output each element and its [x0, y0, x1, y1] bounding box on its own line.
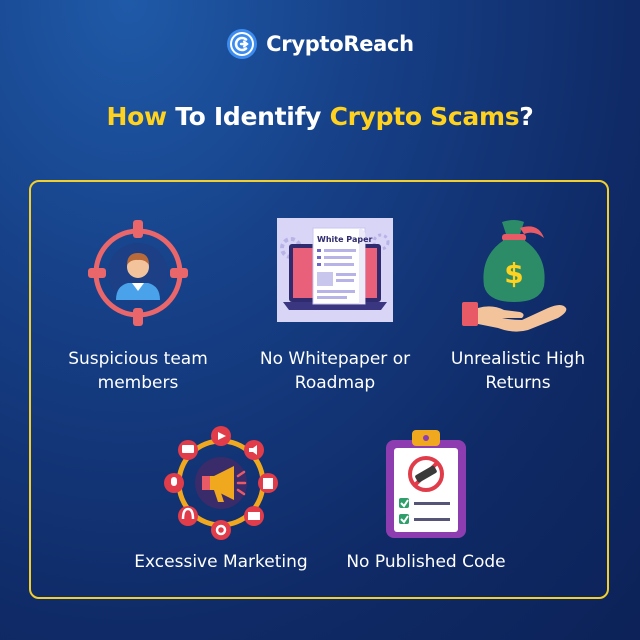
item-label-no-whitepaper: No Whitepaper or Roadmap	[259, 349, 411, 393]
brand-header: CryptoReach	[0, 28, 640, 60]
title-part-how: How	[106, 102, 167, 131]
target-person-icon	[88, 220, 188, 326]
svg-text:$: $	[504, 257, 523, 290]
scam-signs-panel	[29, 180, 609, 599]
whitepaper-laptop-icon: White Paper	[277, 218, 393, 322]
title-part-question: ?	[519, 102, 534, 131]
item-label-suspicious-team: Suspicious team members	[68, 349, 208, 393]
money-bag-hand-icon: $	[462, 220, 567, 332]
whitepaper-text: White Paper	[317, 235, 372, 244]
clipboard-no-code-icon	[386, 430, 466, 538]
item-label-unrealistic-returns: Unrealistic High Returns	[450, 349, 586, 393]
brand-name: CryptoReach	[266, 32, 414, 56]
title-part-identify: To Identify	[175, 102, 322, 131]
item-label-excessive-marketing: Excessive Marketing	[134, 552, 308, 572]
item-label-no-published-code: No Published Code	[346, 552, 506, 572]
title-part-crypto-scams: Crypto Scams	[329, 102, 520, 131]
page-title: How To Identify Crypto Scams?	[0, 102, 640, 131]
megaphone-network-icon	[164, 426, 278, 540]
cryptoreach-logo-icon	[227, 29, 258, 59]
